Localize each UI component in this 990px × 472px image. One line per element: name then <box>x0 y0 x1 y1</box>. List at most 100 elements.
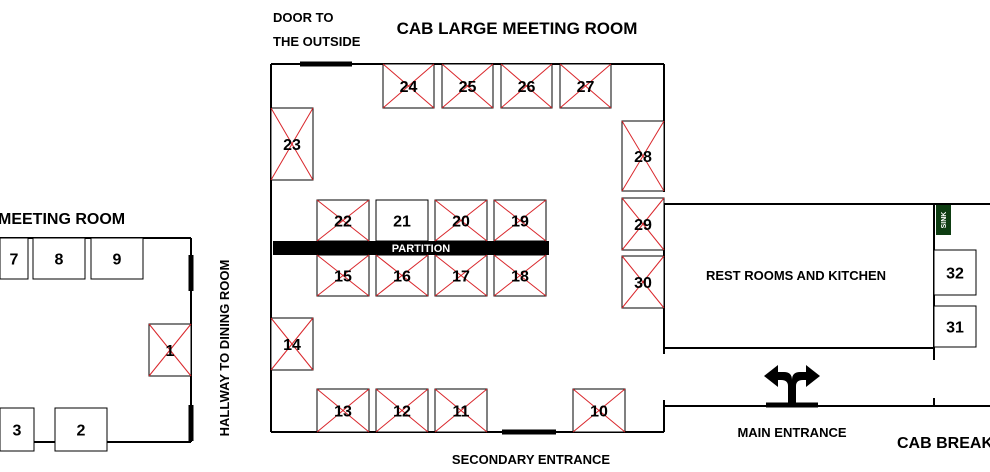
booth-10[interactable]: 10 <box>572 388 626 433</box>
booth-number: 9 <box>113 252 122 269</box>
booth-7[interactable]: 7 <box>0 237 29 280</box>
booth-number: 14 <box>283 337 301 354</box>
large-meeting-room: PARTITION CAB LARGE MEETING ROOM DOOR TO… <box>270 10 665 467</box>
booth-number: 13 <box>334 404 352 421</box>
booth-taken-mark <box>500 63 553 109</box>
booth-16[interactable]: 16 <box>375 254 429 297</box>
entrance-direction-icon <box>764 365 820 403</box>
booth-taken-mark <box>270 107 314 181</box>
partition-label: PARTITION <box>392 243 451 255</box>
booth-outline <box>375 199 429 242</box>
booth-number: 18 <box>511 269 529 286</box>
booth-number: 11 <box>453 404 470 421</box>
door-to-outside-line2: THE OUTSIDE <box>273 34 361 49</box>
booth-23[interactable]: 23 <box>270 107 314 181</box>
booth-taken-mark <box>148 323 192 377</box>
door-to-outside-line1: DOOR TO <box>273 10 333 25</box>
booth-taken-mark <box>572 388 626 433</box>
booth-number: 31 <box>946 320 964 337</box>
hallway-label: HALLWAY TO DINING ROOM <box>217 260 232 437</box>
secondary-entrance-label: SECONDARY ENTRANCE <box>452 452 611 467</box>
booth-14[interactable]: 14 <box>270 317 314 371</box>
booth-18[interactable]: 18 <box>493 254 547 297</box>
booth-taken-mark <box>559 63 612 109</box>
booth-26[interactable]: 26 <box>500 63 553 109</box>
booth-taken-mark <box>621 255 665 309</box>
booth-number: 10 <box>590 404 608 421</box>
booth-number: 26 <box>518 79 536 96</box>
booth-taken-mark <box>493 199 547 242</box>
booth-number: 15 <box>334 269 352 286</box>
booth-number: 21 <box>393 214 411 231</box>
large-room-title: CAB LARGE MEETING ROOM <box>397 19 638 38</box>
booth-taken-mark <box>434 388 488 433</box>
booth-13[interactable]: 13 <box>316 388 370 433</box>
booth-30[interactable]: 30 <box>621 255 665 309</box>
booth-taken-mark <box>434 254 488 297</box>
booth-taken-mark <box>621 120 665 192</box>
booth-number: 1 <box>166 343 175 360</box>
booth-taken-mark <box>382 63 435 109</box>
booth-32[interactable]: 32 <box>933 249 977 296</box>
booth-number: 23 <box>283 137 301 154</box>
booth-taken-mark <box>316 388 370 433</box>
booth-28[interactable]: 28 <box>621 120 665 192</box>
booth-taken-mark <box>434 199 488 242</box>
booth-outline <box>90 237 144 280</box>
booth-outline <box>0 407 35 452</box>
booth-taken-mark <box>316 254 370 297</box>
booth-number: 27 <box>577 79 595 96</box>
booth-11[interactable]: 11 <box>434 388 488 433</box>
booth-number: 28 <box>634 149 652 166</box>
booth-25[interactable]: 25 <box>441 63 494 109</box>
main-corridor: MAIN ENTRANCE CAB BREAK <box>664 365 990 452</box>
booth-taken-mark <box>270 317 314 371</box>
booth-outline <box>933 305 977 348</box>
booth-number: 17 <box>452 269 470 286</box>
booth-9[interactable]: 9 <box>90 237 144 280</box>
sink-label: SINK <box>941 212 948 229</box>
booth-outline <box>933 249 977 296</box>
booth-number: 3 <box>13 423 22 440</box>
booth-number: 32 <box>946 266 964 283</box>
booth-8[interactable]: 8 <box>32 237 86 280</box>
booth-number: 20 <box>452 214 470 231</box>
booth-number: 24 <box>400 79 418 96</box>
rest-rooms-title: REST ROOMS AND KITCHEN <box>706 268 886 283</box>
booth-31[interactable]: 31 <box>933 305 977 348</box>
booth-24[interactable]: 24 <box>382 63 435 109</box>
booth-12[interactable]: 12 <box>375 388 429 433</box>
booth-outline <box>32 237 86 280</box>
booth-number: 30 <box>634 275 652 292</box>
main-entrance-label: MAIN ENTRANCE <box>737 425 846 440</box>
partition <box>273 241 549 255</box>
booth-29[interactable]: 29 <box>621 197 665 251</box>
booth-taken-mark <box>316 199 370 242</box>
booth-taken-mark <box>441 63 494 109</box>
booth-number: 2 <box>77 423 86 440</box>
booth-2[interactable]: 2 <box>54 407 108 452</box>
booth-3[interactable]: 3 <box>0 407 35 452</box>
booth-number: 22 <box>334 214 352 231</box>
booth-22[interactable]: 22 <box>316 199 370 242</box>
booth-1[interactable]: 1 <box>148 323 192 377</box>
booth-taken-mark <box>375 254 429 297</box>
booth-19[interactable]: 19 <box>493 199 547 242</box>
booth-number: 7 <box>10 252 19 269</box>
booth-outline <box>54 407 108 452</box>
booth-number: 8 <box>55 252 64 269</box>
booth-number: 16 <box>393 269 411 286</box>
booth-20[interactable]: 20 <box>434 199 488 242</box>
break-room-title: CAB BREAK <box>897 435 990 452</box>
booth-number: 19 <box>511 214 529 231</box>
booth-outline <box>0 237 29 280</box>
booth-27[interactable]: 27 <box>559 63 612 109</box>
booth-number: 25 <box>459 79 477 96</box>
booth-15[interactable]: 15 <box>316 254 370 297</box>
sink <box>936 205 951 235</box>
booth-17[interactable]: 17 <box>434 254 488 297</box>
booth-number: 12 <box>393 404 411 421</box>
booth-21[interactable]: 21 <box>375 199 429 242</box>
